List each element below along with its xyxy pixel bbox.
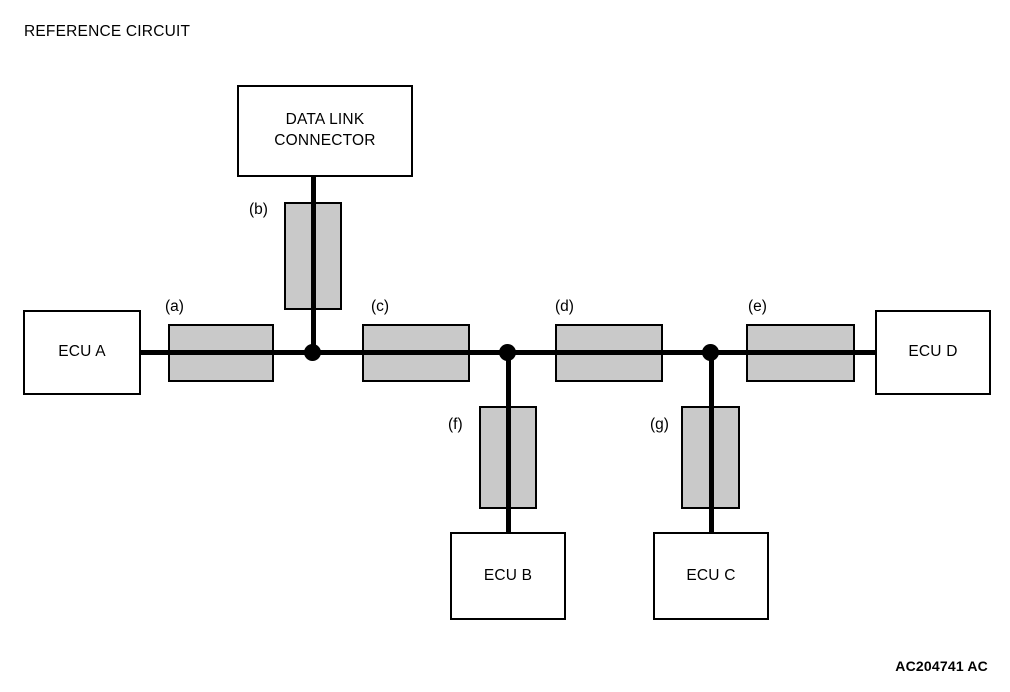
dlc-branch-wire [310,177,316,354]
data-link-connector-label: DATA LINK CONNECTOR [274,111,376,149]
callout-label-a: (a) [165,298,184,315]
ecu-a-box[interactable]: ECU A [23,310,141,395]
callout-label-d: (d) [555,298,574,315]
callout-label-e: (e) [748,298,767,315]
ecu-b-box[interactable]: ECU B [450,532,566,620]
ecu-c-branch-wire [708,352,714,534]
ecu-d-label: ECU D [908,343,958,361]
callout-label-g: (g) [650,416,669,433]
ecu-c-box[interactable]: ECU C [653,532,769,620]
callout-label-c: (c) [371,298,390,315]
ecu-a-label: ECU A [58,343,106,361]
junction-dot-3 [702,343,719,361]
ecu-b-branch-wire [505,352,511,534]
junction-dot-1 [304,343,321,361]
reference-code: AC204741 AC [895,658,988,674]
ecu-d-box[interactable]: ECU D [875,310,991,395]
callout-label-b: (b) [249,201,268,218]
page-title: REFERENCE CIRCUIT [24,23,191,40]
junction-dot-2 [499,343,516,361]
ecu-b-label: ECU B [483,566,533,584]
ecu-c-label: ECU C [686,566,736,584]
data-link-connector-box[interactable]: DATA LINK CONNECTOR [237,85,413,177]
callout-label-f: (f) [448,416,463,433]
